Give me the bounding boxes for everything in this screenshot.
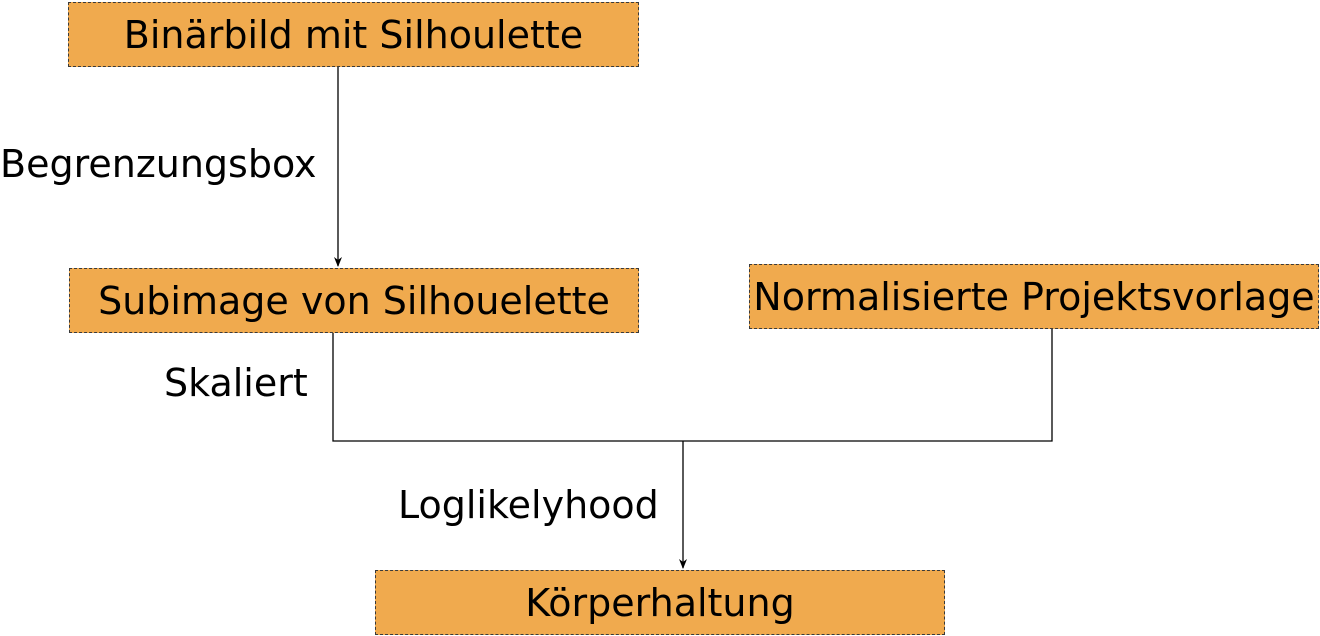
binary-image-node: Binärbild mit Silhoulette xyxy=(68,2,639,67)
bounding-box-label: Begrenzungsbox xyxy=(0,142,317,186)
connector-template-to-merge xyxy=(683,329,1053,442)
subimage-label: Subimage von Silhouelette xyxy=(98,278,610,323)
subimage-node: Subimage von Silhouelette xyxy=(69,268,639,333)
connector-subimage-to-merge xyxy=(332,333,683,442)
template-label: Normalisierte Projektsvorlage xyxy=(753,274,1315,319)
binary-image-label: Binärbild mit Silhoulette xyxy=(123,12,584,57)
posture-node: Körperhaltung xyxy=(375,570,945,635)
scaled-label: Skaliert xyxy=(164,361,308,405)
posture-label: Körperhaltung xyxy=(525,580,795,625)
template-node: Normalisierte Projektsvorlage xyxy=(749,264,1319,329)
log-likelihood-label: Loglikelyhood xyxy=(398,483,659,527)
